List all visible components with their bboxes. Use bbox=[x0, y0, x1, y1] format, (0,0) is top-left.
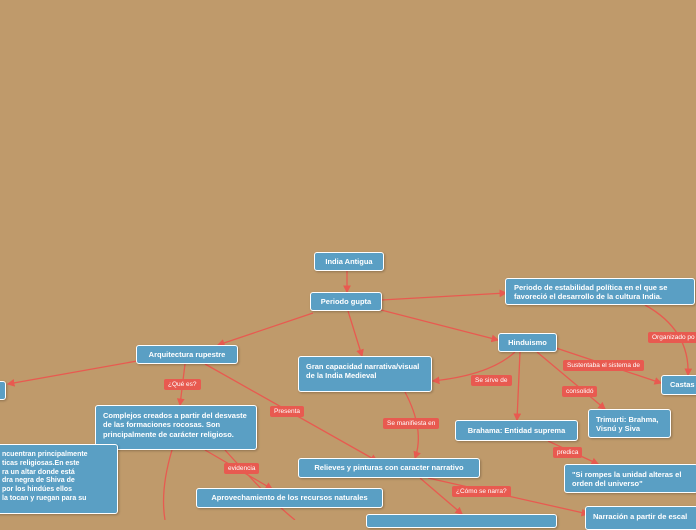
node-castas[interactable]: Castas bbox=[661, 375, 696, 395]
edge-arquitectura-left bbox=[6, 360, 138, 387]
label-se-manifiesta: Se manifiesta en bbox=[383, 418, 440, 429]
node-periodo-gupta[interactable]: Periodo gupta bbox=[310, 292, 382, 311]
node-india-antigua[interactable]: India Antigua bbox=[314, 252, 384, 271]
label-como-se-narra: ¿Cómo se narra? bbox=[452, 486, 511, 497]
edge-gupta-arquitectura bbox=[216, 312, 314, 347]
edge-gupta-estabilidad bbox=[380, 289, 508, 301]
node-gran-capacidad[interactable]: Gran capacidad narrativa/visual de la In… bbox=[298, 356, 432, 392]
node-complejos[interactable]: Complejos creados a partir del desvaste … bbox=[95, 405, 257, 450]
label-que-es: ¿Qué es? bbox=[164, 379, 201, 390]
label-predica: predica bbox=[553, 447, 583, 458]
label-organizado: Organizado po bbox=[648, 332, 696, 343]
label-presenta: Presenta bbox=[270, 406, 305, 417]
node-relieves[interactable]: Relieves y pinturas con caracter narrati… bbox=[298, 458, 480, 478]
node-trimurti[interactable]: Trimurti: Brahma, Visnú y Siva bbox=[588, 409, 671, 438]
node-left-fragment[interactable]: ncuentran principalmente ticas religiosa… bbox=[0, 444, 118, 514]
node-si-rompes[interactable]: "Si rompes la unidad alteras el orden de… bbox=[564, 464, 696, 493]
label-consolido: consolidó bbox=[562, 386, 598, 397]
node-aprovechamiento[interactable]: Aprovechamiento de los recursos naturale… bbox=[196, 488, 383, 508]
edge-gupta-hinduismo bbox=[380, 309, 500, 343]
node-periodo-estabilidad[interactable]: Periodo de estabilidad política en el qu… bbox=[505, 278, 695, 305]
node-narracion[interactable]: Narración a partir de escal bbox=[585, 506, 696, 530]
label-se-sirve-de: Se sirve de bbox=[471, 375, 512, 386]
node-bottom-partial[interactable] bbox=[366, 514, 557, 528]
edge-relieves-bottom bbox=[419, 477, 463, 515]
edge-gupta-gran bbox=[347, 310, 364, 358]
edge-complejos-down2 bbox=[224, 449, 296, 520]
label-evidencia: evidencia bbox=[224, 463, 260, 474]
edge-complejos-down1 bbox=[162, 449, 173, 520]
node-brahama[interactable]: Brahama: Entidad suprema bbox=[455, 420, 578, 441]
edge-hinduismo-trimurti bbox=[536, 351, 606, 410]
node-arquitectura-rupestre[interactable]: Arquitectura rupestre bbox=[136, 345, 238, 364]
edge-hinduismo-brahama bbox=[513, 351, 522, 422]
label-sustentaba: Sustentaba el sistema de bbox=[563, 360, 644, 371]
node-hinduismo[interactable]: Hinduismo bbox=[498, 333, 557, 352]
node-left-edge[interactable] bbox=[0, 381, 6, 400]
edge-hinduismo-gran bbox=[431, 351, 516, 385]
